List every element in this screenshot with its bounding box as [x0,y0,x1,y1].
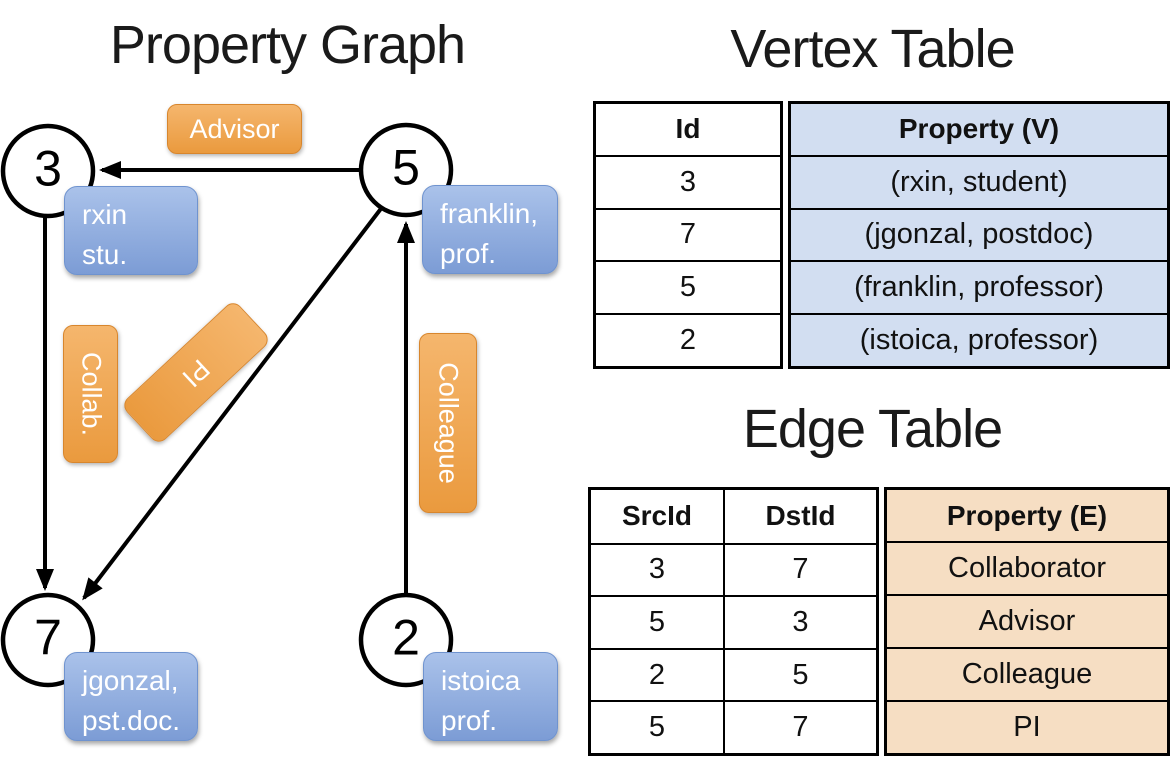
node-label-2: 2 [392,609,420,666]
vertex-cell-property: (jgonzal, postdoc) [791,207,1167,261]
edge-cell-srcid: 5 [591,595,725,648]
edge-label-pi-text: PI [176,353,216,393]
node-label-3: 3 [34,140,62,197]
vertex-prop-line: prof. [441,704,498,736]
vertex-prop-line: istoica [441,665,521,696]
property-graph-title: Property Graph [109,15,466,75]
vertex-prop-line: jgonzal, [82,665,179,696]
edge-cell-property: Advisor [887,594,1167,647]
vertex-cell-id: 3 [596,154,780,208]
vertex-cell-id: 7 [596,207,780,261]
edge-col-header-dstid: DstId [765,500,836,532]
edge-cell-dstid: 5 [724,647,876,701]
vertex-prop-line: prof. [440,237,497,269]
edge-table: SrcId DstId 3 7 5 3 2 5 5 7 Property (E)… [588,487,1170,756]
edge-col-header-property: Property (E) [946,499,1108,531]
edge-cell-srcid: 5 [591,700,725,753]
node-label-7: 7 [34,609,62,666]
vertex-prop-line: pst.doc. [82,704,181,736]
edge-cell-dstid: 7 [724,700,876,753]
vertex-prop-box-franklin: franklin, prof. [422,185,558,274]
edge-cell-srcid: 2 [591,647,725,701]
edge-cell-srcid: 3 [591,542,725,596]
vertex-cell-property: (franklin, professor) [791,260,1167,313]
edge-cell-dstid: 3 [724,595,876,648]
vertex-table-property-column: Property (V) (rxin, student) (jgonzal, p… [788,101,1170,369]
vertex-prop-line: franklin, [440,198,539,229]
edge-col-header-srcid: SrcId [591,490,725,543]
vertex-cell-property: (istoica, professor) [791,313,1167,366]
edge-table-id-columns: SrcId DstId 3 7 5 3 2 5 5 7 [588,487,879,756]
edge-cell-property: PI [887,700,1167,753]
edge-label-advisor: Advisor [167,104,302,154]
vertex-prop-box-istoica: istoica prof. [423,652,558,741]
edge-cell-property: Collaborator [887,541,1167,594]
vertex-table-title: Vertex Table [730,19,1015,79]
vertex-col-header-id: Id [675,113,701,145]
vertex-table-id-column: Id 3 7 5 2 [593,101,783,369]
edge-label-colleague: Colleague [419,333,477,513]
edge-table-title: Edge Table [742,399,1003,459]
vertex-col-header-property: Property (V) [898,113,1060,145]
vertex-cell-id: 5 [596,260,780,313]
edge-cell-dstid: 7 [724,542,876,596]
vertex-cell-id: 2 [596,313,780,366]
node-label-5: 5 [392,139,420,196]
edge-table-property-column: Property (E) Collaborator Advisor Collea… [884,487,1170,756]
vertex-prop-line: rxin [82,199,128,230]
vertex-prop-box-jgonzal: jgonzal, pst.doc. [64,652,198,741]
vertex-prop-line: stu. [82,238,128,270]
vertex-cell-property: (rxin, student) [791,154,1167,208]
edge-label-colleague-text: Colleague [433,362,464,484]
vertex-table: Id 3 7 5 2 Property (V) (rxin, student) … [593,101,1170,369]
vertex-prop-box-rxin: rxin stu. [64,186,198,275]
edge-cell-property: Colleague [887,647,1167,700]
edge-label-collab: Collab. [63,325,118,463]
edge-5-to-7 [82,204,385,601]
edge-label-collab-text: Collab. [76,351,106,437]
